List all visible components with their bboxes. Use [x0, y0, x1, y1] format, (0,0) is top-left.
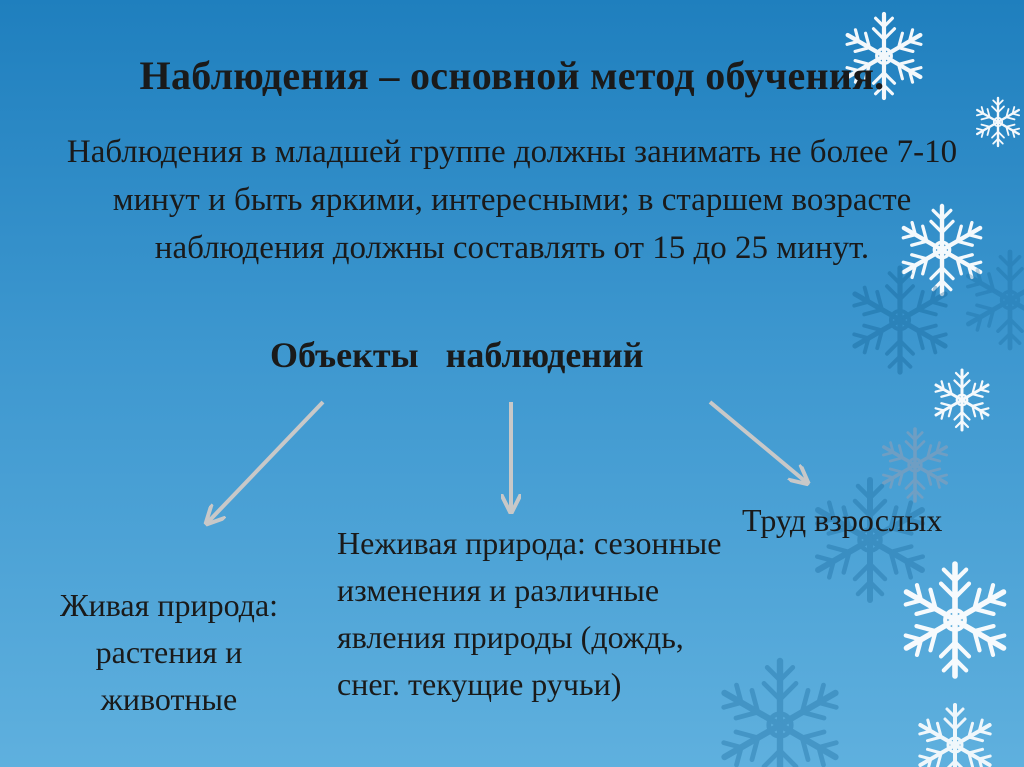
arrow-icon: [208, 400, 325, 522]
branch-adult-labor: Труд взрослых: [742, 502, 943, 538]
slide-title: Наблюдения – основной метод обучения.: [139, 53, 885, 98]
branch-nonliving-nature: Неживая природа: сезонные изменения и ра…: [337, 525, 722, 702]
branch-living-nature: Живая природа: растения и животные: [59, 587, 279, 717]
arrow-icon: [708, 400, 806, 482]
objects-heading: Объекты наблюдений: [270, 335, 644, 375]
intro-text: Наблюдения в младшей группе должны заним…: [66, 134, 958, 266]
